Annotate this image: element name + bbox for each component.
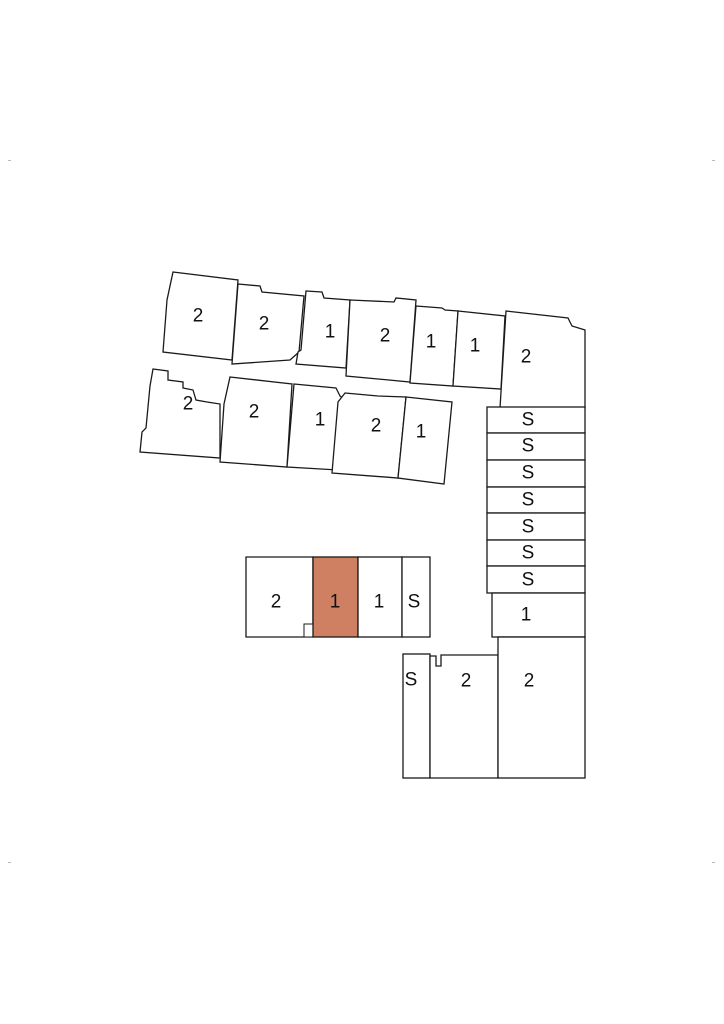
unit[interactable]: 1	[409, 305, 459, 387]
unit-label: S	[522, 436, 535, 457]
unit-label: 2	[461, 671, 472, 692]
unit-label: 2	[259, 314, 270, 335]
unit-label: 1	[521, 605, 532, 626]
unit-row-mid: 2 1 1 S	[245, 556, 431, 638]
unit-label: S	[522, 570, 535, 591]
unit[interactable]: S	[486, 406, 586, 434]
unit-row-1: 2 2 1 2 1 1 2	[162, 271, 586, 409]
unit[interactable]: 1	[452, 310, 506, 390]
unit-label: 1	[330, 592, 341, 613]
unit-label: S	[522, 543, 535, 564]
unit-label: 2	[371, 416, 382, 437]
edge-tick-left-top	[8, 160, 11, 161]
unit[interactable]: 1	[397, 396, 453, 485]
unit-row-2: 2 2 1 2 1	[139, 368, 453, 485]
unit[interactable]: 2	[162, 271, 239, 361]
unit-label: S	[405, 670, 418, 691]
unit-label: S	[522, 517, 535, 538]
edge-tick-left-bottom	[8, 862, 11, 863]
unit[interactable]: 1	[295, 290, 351, 369]
unit[interactable]: 2	[499, 310, 586, 409]
unit-highlighted[interactable]: 1	[312, 556, 359, 638]
unit-label: 2	[193, 306, 204, 327]
unit[interactable]: 2	[345, 297, 417, 383]
unit[interactable]: 2	[231, 283, 305, 365]
unit-label: S	[522, 490, 535, 511]
unit-label: 1	[315, 410, 326, 431]
unit[interactable]: S	[486, 539, 586, 567]
unit-label: 2	[380, 326, 391, 347]
unit[interactable]: S	[402, 653, 431, 779]
unit[interactable]: 2	[331, 392, 407, 479]
unit[interactable]: 1	[491, 592, 586, 638]
unit[interactable]: 2	[497, 636, 586, 779]
unit[interactable]: 2	[429, 654, 499, 779]
unit[interactable]: 2	[245, 556, 314, 638]
edge-tick-right-bottom	[712, 862, 715, 863]
unit-label: 2	[521, 347, 532, 368]
unit[interactable]: S	[401, 556, 431, 638]
unit[interactable]: S	[486, 432, 586, 461]
unit[interactable]: S	[486, 512, 586, 541]
unit[interactable]: S	[486, 459, 586, 488]
unit-label: 1	[325, 322, 336, 343]
unit[interactable]: 2	[219, 376, 293, 468]
unit-row-bottom: S 2 2	[402, 636, 586, 779]
unit-label: 2	[524, 671, 535, 692]
unit-label: 1	[374, 592, 385, 613]
unit-label: S	[408, 592, 421, 613]
unit[interactable]: S	[486, 486, 586, 514]
unit-label: S	[522, 410, 535, 431]
unit-label: 1	[470, 336, 481, 357]
unit[interactable]: 1	[357, 556, 403, 638]
unit-label: 2	[249, 402, 260, 423]
unit-stack: S S S S S S S 1	[486, 406, 586, 638]
unit-label: 1	[426, 332, 437, 353]
unit[interactable]: 2	[139, 368, 221, 459]
edge-tick-right-top	[712, 160, 715, 161]
unit-label: 2	[271, 592, 282, 613]
unit-label: 1	[416, 422, 427, 443]
unit[interactable]: S	[486, 565, 586, 594]
unit-label: 2	[183, 394, 194, 415]
unit-label: S	[522, 463, 535, 484]
